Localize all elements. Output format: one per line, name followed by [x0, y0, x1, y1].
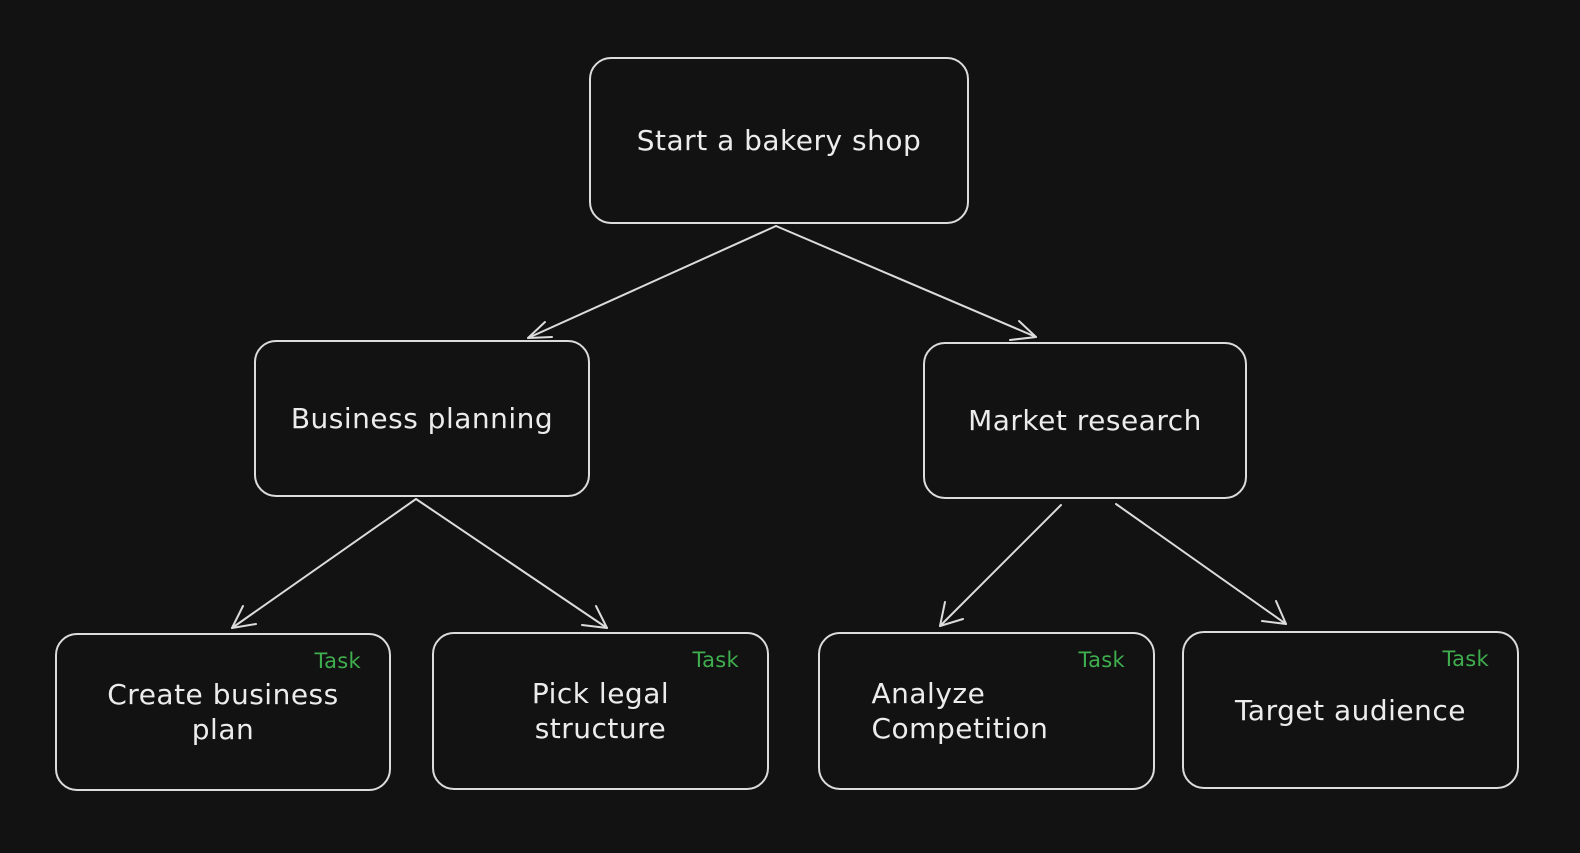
root-node[interactable]: Start a bakery shop — [589, 57, 969, 224]
task-node-label: Analyze Competition — [871, 677, 1049, 745]
edge-business-planning-to-pick-legal-structure — [415, 498, 608, 629]
root-node-label: Start a bakery shop — [636, 124, 922, 157]
task-tag: Task — [1442, 647, 1489, 671]
task-node-label: Pick legal structure — [531, 677, 670, 745]
edge-root-to-market-research — [775, 225, 1037, 341]
task-node-label: Target audience — [1234, 693, 1467, 727]
task-tag: Task — [692, 648, 739, 672]
node-market-research-label: Market research — [968, 404, 1202, 437]
node-market-research[interactable]: Market research — [923, 342, 1247, 499]
task-node-label: Create business plan — [107, 678, 339, 746]
node-business-planning[interactable]: Business planning — [254, 340, 590, 497]
task-node-analyze-competition[interactable]: Task Analyze Competition — [818, 632, 1155, 790]
task-tag: Task — [314, 649, 361, 673]
task-node-create-business-plan[interactable]: Task Create business plan — [55, 633, 391, 791]
edge-market-research-to-target-audience — [1115, 503, 1287, 625]
task-node-target-audience[interactable]: Task Target audience — [1182, 631, 1519, 789]
task-node-pick-legal-structure[interactable]: Task Pick legal structure — [432, 632, 769, 790]
edge-root-to-business-planning — [527, 225, 777, 339]
edge-business-planning-to-create-business-plan — [231, 498, 417, 629]
node-business-planning-label: Business planning — [290, 402, 554, 435]
edge-market-research-to-analyze-competition — [939, 504, 1062, 627]
task-tag: Task — [1078, 648, 1125, 672]
